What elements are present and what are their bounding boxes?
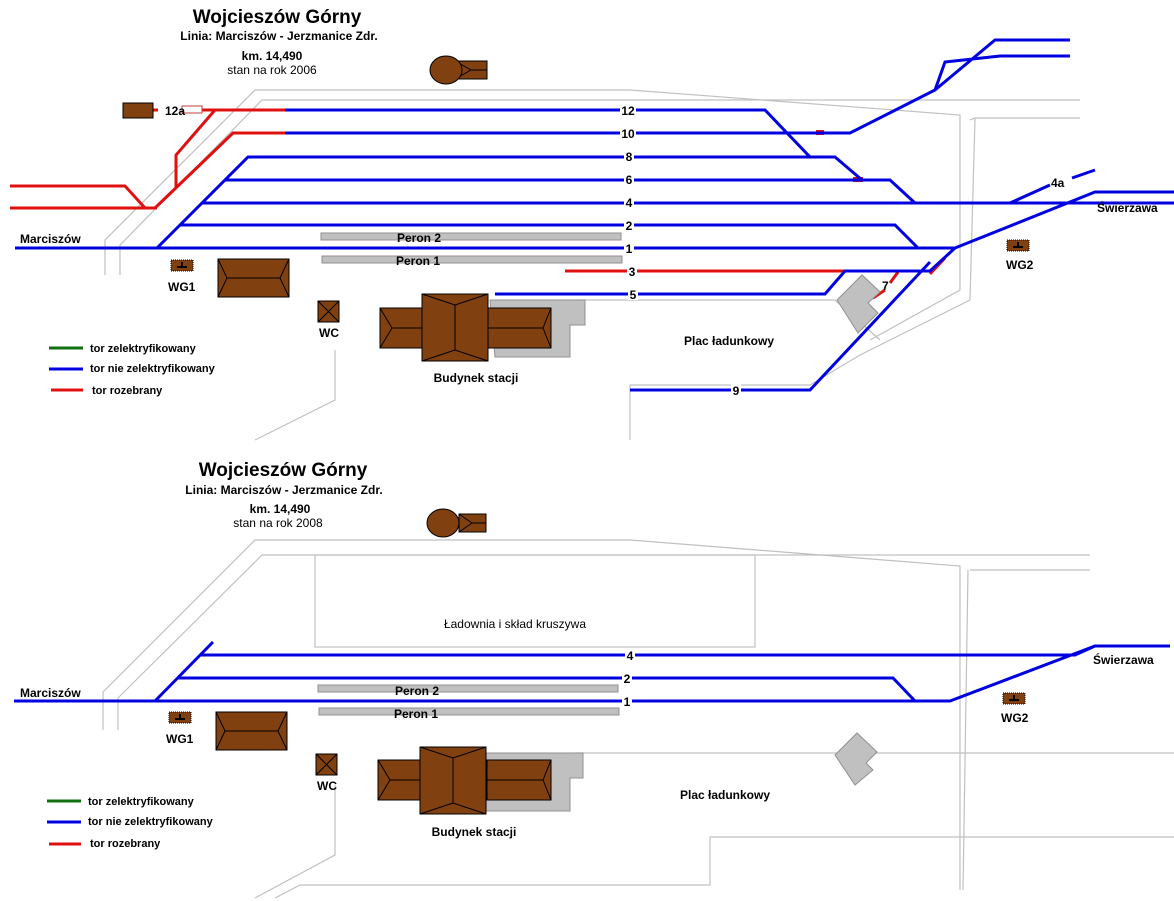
direction-marciszow: Marciszów xyxy=(20,232,81,246)
dismantled-tracks xyxy=(10,108,947,300)
legend-label-non-electrified: tor nie zelektryfikowany xyxy=(88,816,214,828)
legend-label-dismantled: tor rozebrany xyxy=(92,385,163,397)
track-number-6: 6 xyxy=(626,173,633,187)
water-tower-icon xyxy=(426,508,487,538)
warehouse-building xyxy=(217,258,290,298)
station-building xyxy=(379,293,586,362)
track-numbers: 12a 12 10 8 6 4 4a 2 1 3 5 7 9 xyxy=(165,103,1065,398)
signal-box-wg2-icon xyxy=(1006,239,1030,252)
loading-ramp xyxy=(834,732,878,786)
track-numbers: 4 2 1 xyxy=(622,649,635,709)
direction-swierzawa: Świerzawa xyxy=(1093,652,1154,667)
diagram-2006: Wojcieszów Górny Linia: Marciszów - Jerz… xyxy=(10,7,1174,441)
wc-building-icon xyxy=(317,300,340,323)
platform-1 xyxy=(318,707,620,716)
platform-2-label: Peron 2 xyxy=(397,231,441,245)
km-label: km. 14,490 xyxy=(250,502,311,516)
track-number-12a: 12a xyxy=(165,104,185,118)
water-tower-icon xyxy=(429,55,488,85)
legend: tor zelektryfikowany tor nie zelektryfik… xyxy=(47,796,214,850)
station-building-label: Budynek stacji xyxy=(434,371,519,385)
platform-2-label: Peron 2 xyxy=(395,684,439,698)
signal-box-wg1-icon xyxy=(170,259,194,272)
track-number-3: 3 xyxy=(629,265,636,279)
legend-label-dismantled: tor rozebrany xyxy=(90,838,161,850)
diagram-title: Wojcieszów Górny xyxy=(199,460,368,481)
platform-2 xyxy=(317,684,619,693)
track-number-7: 7 xyxy=(882,279,889,293)
warehouse-building xyxy=(215,711,288,751)
non-electrified-tracks xyxy=(14,640,1170,703)
legend-label-electrified: tor zelektryfikowany xyxy=(88,796,195,808)
track-number-2: 2 xyxy=(626,219,633,233)
track-number-4a: 4a xyxy=(1051,176,1065,190)
platform-1-label: Peron 1 xyxy=(394,707,438,721)
track-number-4: 4 xyxy=(627,649,634,663)
track-number-10: 10 xyxy=(621,127,635,141)
buffer-stop-12a xyxy=(181,105,203,114)
wg1-label: WG1 xyxy=(166,732,194,746)
aggregate-yard-outline xyxy=(314,554,756,648)
area-boundaries xyxy=(104,89,1080,441)
wg1-label: WG1 xyxy=(168,280,196,294)
signal-box-wg1-icon xyxy=(168,711,192,724)
legend: tor zelektryfikowany tor nie zelektryfik… xyxy=(49,343,216,397)
station-building-label: Budynek stacji xyxy=(432,825,517,839)
loading-ramp xyxy=(836,274,881,334)
track-number-12: 12 xyxy=(621,104,635,118)
legend-label-non-electrified: tor nie zelektryfikowany xyxy=(90,363,216,375)
wc-label: WC xyxy=(317,779,337,793)
line-label: Linia: Marciszów - Jerzmanice Zdr. xyxy=(180,29,377,43)
track-number-1: 1 xyxy=(626,242,633,256)
track-number-1: 1 xyxy=(624,695,631,709)
station-building xyxy=(377,746,584,815)
state-label: stan na rok 2006 xyxy=(227,63,317,77)
platform-1 xyxy=(321,255,623,264)
track-number-2: 2 xyxy=(624,672,631,686)
area-aggregate-yard: Ładownia i skład kruszywa xyxy=(444,617,586,631)
building-12a xyxy=(122,102,154,119)
platform-1-label: Peron 1 xyxy=(396,254,440,268)
diagram-title: Wojcieszów Górny xyxy=(193,7,362,28)
non-electrified-tracks xyxy=(15,38,1174,392)
area-loading-yard: Plac ładunkowy xyxy=(684,334,774,348)
direction-swierzawa: Świerzawa xyxy=(1097,200,1158,215)
area-loading-yard: Plac ładunkowy xyxy=(680,788,770,802)
track-number-5: 5 xyxy=(630,288,637,302)
line-label: Linia: Marciszów - Jerzmanice Zdr. xyxy=(185,483,382,497)
track-number-8: 8 xyxy=(626,150,633,164)
track-number-4: 4 xyxy=(626,196,633,210)
legend-label-electrified: tor zelektryfikowany xyxy=(90,343,197,355)
diagram-2008: Wojcieszów Górny Linia: Marciszów - Jerz… xyxy=(14,460,1174,899)
wc-label: WC xyxy=(319,326,339,340)
platform-2 xyxy=(320,232,622,241)
signal-box-wg2-icon xyxy=(1002,692,1026,705)
km-label: km. 14,490 xyxy=(242,49,303,63)
track-number-9: 9 xyxy=(733,384,740,398)
wc-building-icon xyxy=(315,753,338,776)
direction-marciszow: Marciszów xyxy=(20,686,81,700)
wg2-label: WG2 xyxy=(1001,711,1029,725)
wg2-label: WG2 xyxy=(1006,258,1034,272)
state-label: stan na rok 2008 xyxy=(233,516,323,530)
